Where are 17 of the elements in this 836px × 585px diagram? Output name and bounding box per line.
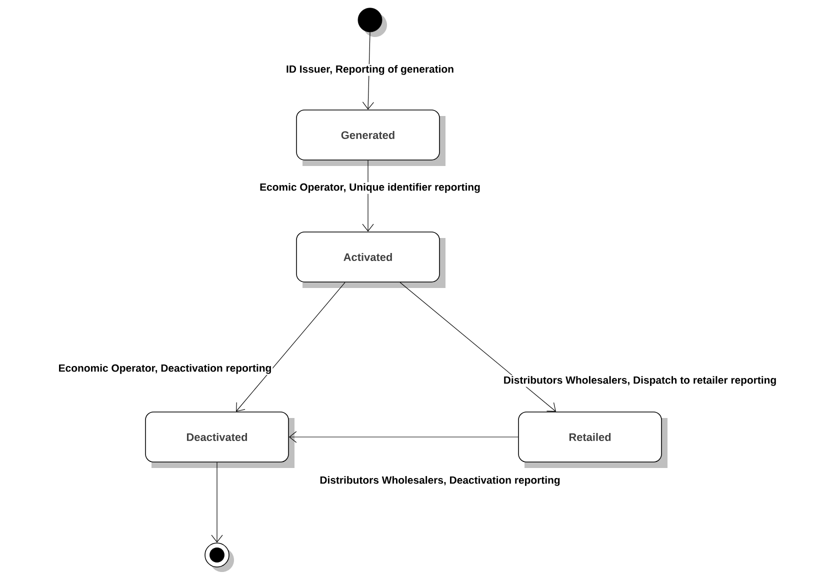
final-state xyxy=(204,542,234,572)
edge-label: Ecomic Operator, Unique identifier reporting xyxy=(258,182,482,194)
arrow xyxy=(211,462,223,543)
arrow xyxy=(362,160,374,232)
arrow xyxy=(400,282,556,412)
state-box: Retailed xyxy=(518,412,668,468)
state-box: Deactivated xyxy=(145,412,294,468)
arrow xyxy=(236,282,346,412)
edge-label: ID Issuer, Reporting of generation xyxy=(285,64,455,76)
arrow xyxy=(288,431,518,443)
initial-state xyxy=(358,8,387,37)
state-box: Activated xyxy=(296,232,446,288)
arrow xyxy=(362,32,374,110)
edge-label: Distributors Wholesalers, Dispatch to retailer reporting xyxy=(502,375,778,387)
state-box: Generated xyxy=(296,110,446,166)
edge-label: Distributors Wholesalers, Deactivation reporting xyxy=(318,475,562,487)
edge-label: Economic Operator, Deactivation reporting xyxy=(57,363,273,375)
